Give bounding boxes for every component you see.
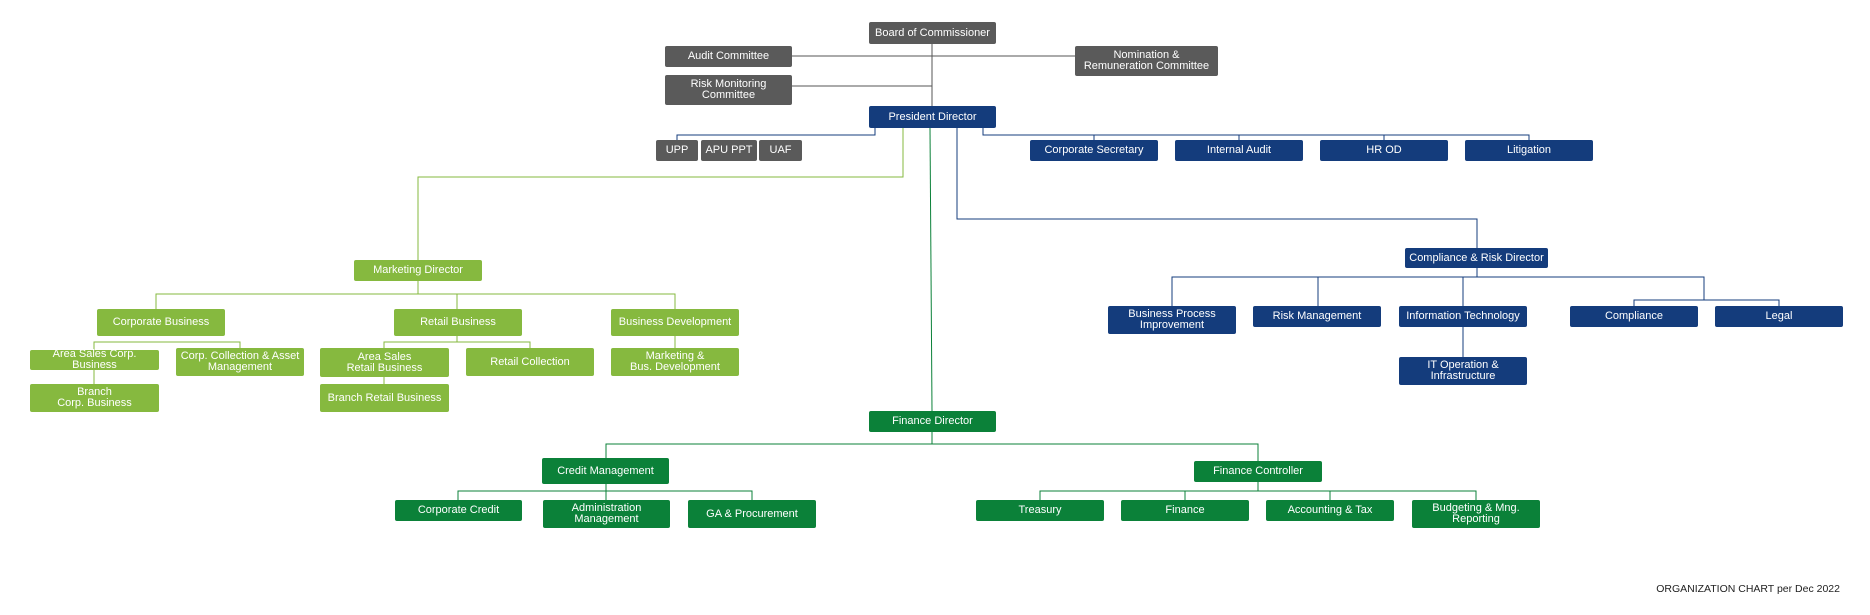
area-sales-retail-business-box: Area Sales Retail Business	[320, 348, 449, 377]
retail-collection-box: Retail Collection	[466, 348, 594, 376]
compliance-risk-director-box: Compliance & Risk Director	[1405, 248, 1548, 268]
corp-collection-asset-management-box: Corp. Collection & Asset Management	[176, 348, 304, 376]
credit-management-box: Credit Management	[542, 458, 669, 484]
corporate-credit-box: Corporate Credit	[395, 500, 522, 521]
marketing-director-box: Marketing Director	[354, 260, 482, 281]
finance-director-box: Finance Director	[869, 411, 996, 432]
area-sales-corp-business-box: Area Sales Corp. Business	[30, 349, 159, 371]
footnote: ORGANIZATION CHART per Dec 2022	[1656, 583, 1840, 595]
business-development-box: Business Development	[611, 309, 739, 336]
retail-business-box: Retail Business	[394, 309, 522, 336]
administration-management-box: Administration Management	[543, 500, 670, 528]
it-operation-infrastructure-box: IT Operation & Infrastructure	[1399, 357, 1527, 385]
board-connectors	[792, 44, 1075, 107]
upp-box: UPP	[656, 140, 698, 161]
risk-monitoring-committee-box: Risk Monitoring Committee	[665, 75, 792, 105]
finance-controller-box: Finance Controller	[1194, 461, 1322, 482]
board-of-commissioner-box: Board of Commissioner	[869, 22, 996, 44]
corporate-business-box: Corporate Business	[97, 309, 225, 336]
treasury-box: Treasury	[976, 500, 1104, 521]
business-process-improvement-box: Business Process Improvement	[1108, 306, 1236, 334]
marketing-connectors	[93, 128, 904, 384]
legal-box: Legal	[1715, 306, 1843, 327]
budgeting-mng-reporting-box: Budgeting & Mng. Reporting	[1412, 500, 1540, 528]
president-director-box: President Director	[869, 106, 996, 128]
litigation-box: Litigation	[1465, 140, 1593, 161]
compliance-box: Compliance	[1570, 306, 1698, 327]
branch-corp-business-box: Branch Corp. Business	[30, 384, 159, 412]
finance-box: Finance	[1121, 500, 1249, 521]
president-connectors	[676, 128, 1780, 357]
nomination-remuneration-committee-box: Nomination & Remuneration Committee	[1075, 46, 1218, 76]
internal-audit-box: Internal Audit	[1175, 140, 1303, 161]
accounting-tax-box: Accounting & Tax	[1266, 500, 1394, 521]
risk-management-box: Risk Management	[1253, 306, 1381, 327]
audit-committee-box: Audit Committee	[665, 46, 792, 67]
apu-ppt-box: APU PPT	[701, 140, 757, 161]
corporate-secretary-box: Corporate Secretary	[1030, 140, 1158, 161]
branch-retail-business-box: Branch Retail Business	[320, 384, 449, 412]
information-technology-box: Information Technology	[1399, 306, 1527, 327]
uaf-box: UAF	[759, 140, 802, 161]
marketing-bus-development-box: Marketing & Bus. Development	[611, 348, 739, 376]
hr-od-box: HR OD	[1320, 140, 1448, 161]
ga-procurement-box: GA & Procurement	[688, 500, 816, 528]
finance-connectors	[457, 127, 1477, 500]
